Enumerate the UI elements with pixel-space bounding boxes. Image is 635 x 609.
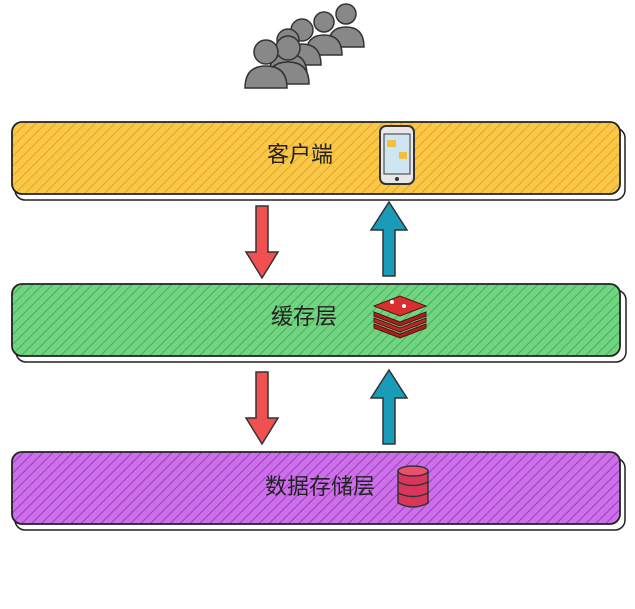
layer-client: 客户端 (11, 121, 626, 201)
database-icon (397, 465, 429, 508)
users-group-icon (244, 3, 365, 89)
response-arrow-storage-to-cache (369, 368, 409, 445)
redis-icon (372, 295, 428, 339)
request-arrow-client-to-cache (244, 205, 280, 280)
mobile-phone-icon (379, 125, 415, 185)
layer-data-storage: 数据存储层 (11, 451, 626, 531)
layer-client-label: 客户端 (267, 143, 333, 168)
response-arrow-cache-to-client (369, 200, 409, 277)
layer-cache-label: 缓存层 (271, 305, 337, 330)
layer-data-storage-label: 数据存储层 (265, 475, 375, 500)
request-arrow-cache-to-storage (244, 371, 280, 446)
layer-cache: 缓存层 (11, 283, 627, 363)
